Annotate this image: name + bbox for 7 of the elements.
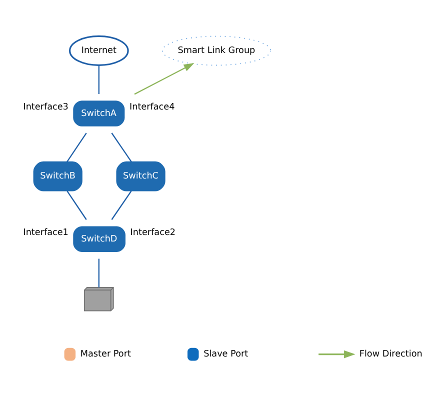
legend-label: Slave Port — [204, 350, 248, 360]
legend-label: Master Port — [80, 350, 131, 360]
node-label: Interface4 — [130, 102, 175, 112]
node-label: Interface3 — [23, 102, 68, 112]
legend-label: Flow Direction — [359, 350, 422, 360]
node-label: Interface1 — [23, 228, 68, 238]
node-label: Interface2 — [130, 228, 176, 238]
